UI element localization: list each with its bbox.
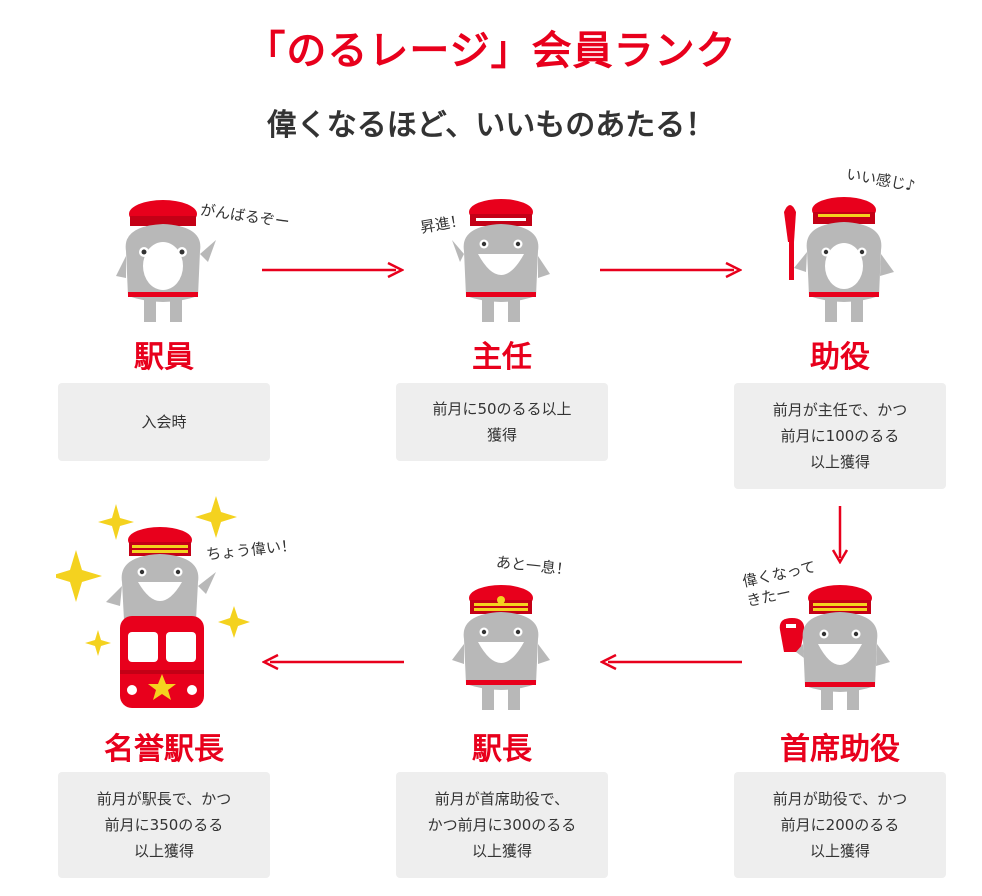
arrow-right-icon bbox=[600, 261, 742, 279]
condition-card-ekiin: 入会時 bbox=[58, 383, 270, 461]
condition-card-ekicho: 前月が首席助役で、 かつ前月に300のるる 以上獲得 bbox=[396, 772, 608, 878]
character-meiyo-ekicho-icon bbox=[56, 496, 250, 708]
speech-ekicho: あと一息！ bbox=[495, 553, 572, 579]
character-shuseki-joyaku-icon bbox=[779, 585, 890, 710]
rank-name-ekiin: 駅員 bbox=[134, 340, 194, 375]
character-ekicho-icon bbox=[452, 585, 550, 710]
page-title: 「のるレージ」会員ランク bbox=[245, 28, 737, 74]
condition-card-meiyo-ekicho: 前月が駅長で、かつ 前月に350のるる 以上獲得 bbox=[58, 772, 270, 878]
rank-name-shuseki-joyaku: 首席助役 bbox=[780, 732, 900, 767]
rank-name-ekicho: 駅長 bbox=[472, 732, 532, 767]
rank-name-joyaku: 助役 bbox=[810, 340, 870, 375]
character-shunin-icon bbox=[452, 199, 550, 322]
page-subtitle: 偉くなるほど、いいものあたる！ bbox=[266, 108, 716, 143]
character-joyaku-icon bbox=[784, 197, 894, 322]
condition-card-shuseki-joyaku: 前月が助役で、かつ 前月に200のるる 以上獲得 bbox=[734, 772, 946, 878]
condition-card-joyaku: 前月が主任で、かつ 前月に100のるる 以上獲得 bbox=[734, 383, 946, 489]
condition-card-shunin: 前月に50のるる以上 獲得 bbox=[396, 383, 608, 461]
character-ekiin-icon bbox=[116, 200, 216, 322]
arrow-left-icon bbox=[600, 653, 742, 671]
arrow-right-icon bbox=[262, 261, 404, 279]
arrow-left-icon bbox=[262, 653, 404, 671]
rank-name-meiyo-ekicho: 名誉駅長 bbox=[104, 732, 224, 767]
arrow-down-icon bbox=[831, 506, 849, 564]
rank-name-shunin: 主任 bbox=[472, 340, 532, 375]
